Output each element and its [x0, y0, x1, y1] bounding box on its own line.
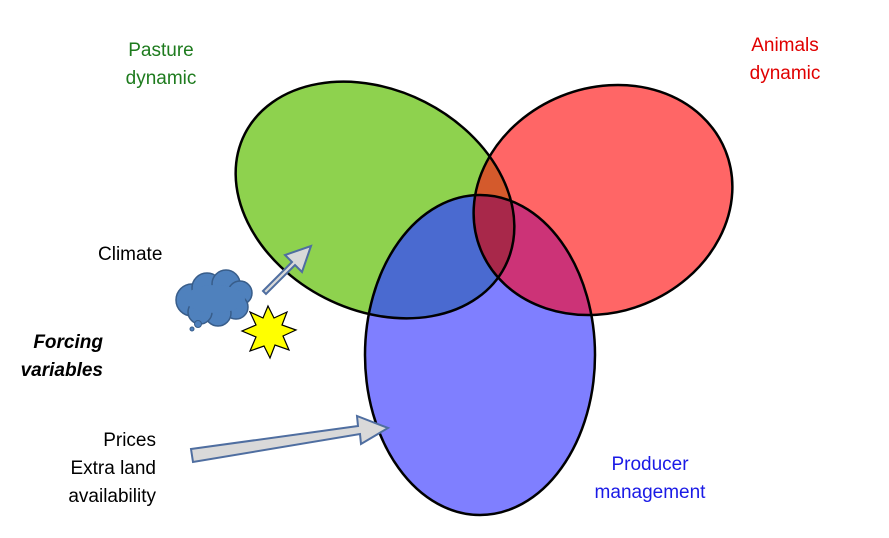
- climate-arrow: [261, 244, 313, 296]
- animals-label-line-1: Animals: [751, 35, 819, 56]
- pasture-label-line-2: dynamic: [125, 68, 197, 89]
- prices-land-label: Prices Extra land availability: [20, 427, 156, 511]
- prices-label-line-3: availability: [68, 486, 156, 507]
- forcing-variables-label: Forcing variables: [0, 329, 103, 385]
- animals-dynamic-label: Animals dynamic: [720, 32, 850, 88]
- pasture-outline: [234, 80, 516, 320]
- overlap-animals-producer: [473, 195, 595, 316]
- animals-outline: [472, 83, 734, 317]
- forcing-label-line-2: variables: [20, 360, 103, 381]
- animals-label-line-2: dynamic: [749, 63, 821, 84]
- producer-outline: [363, 193, 597, 517]
- climate-label: Climate: [98, 244, 163, 265]
- sun-burst-icon: [240, 304, 298, 360]
- producer-label-line-2: management: [594, 482, 706, 503]
- forcing-label-line-1: Forcing: [33, 332, 103, 353]
- producer-label-line-1: Producer: [611, 454, 689, 475]
- producer-management-label: Producer management: [570, 451, 730, 507]
- prices-arrow: [189, 414, 391, 464]
- pasture-label-line-1: Pasture: [128, 40, 194, 61]
- pasture-dynamic-label: Pasture dynamic: [96, 37, 226, 93]
- prices-label-line-1: Prices: [103, 430, 156, 451]
- cloud-icon: [175, 269, 253, 332]
- prices-label-line-2: Extra land: [70, 458, 156, 479]
